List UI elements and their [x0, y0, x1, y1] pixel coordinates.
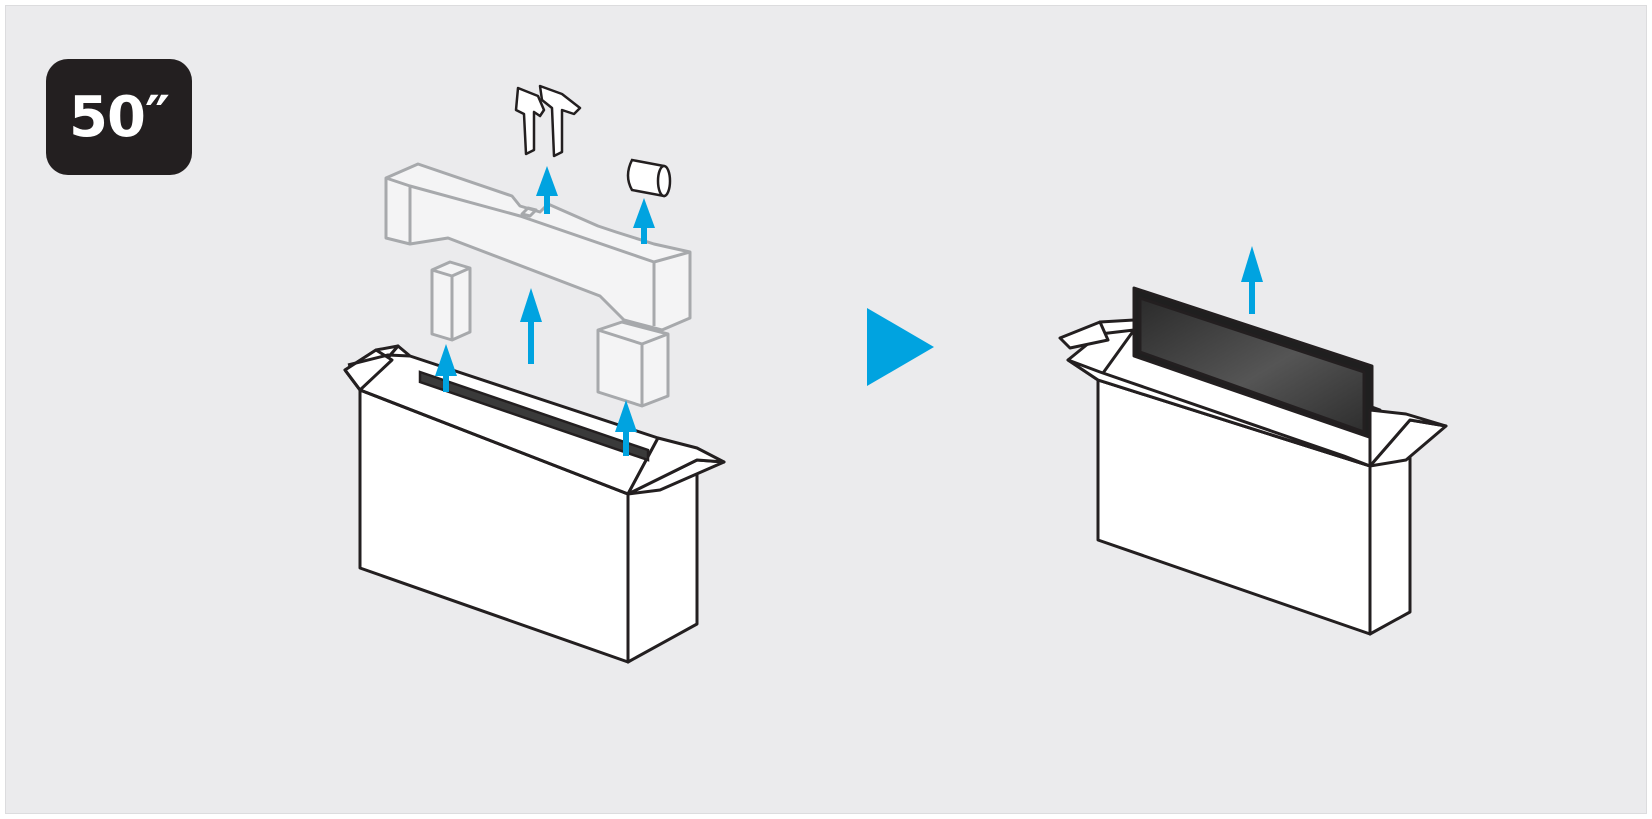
- arrow-up-icon: [615, 400, 637, 456]
- box-right-front-rim: [1066, 358, 1448, 468]
- corner-block-left: [430, 260, 472, 342]
- corner-block-right: [596, 320, 670, 408]
- size-badge: 50″: [46, 59, 192, 175]
- step-2-group: [1058, 246, 1448, 636]
- size-label: 50″: [69, 84, 170, 150]
- foam-packing: [384, 162, 692, 332]
- arrow-up-icon: [536, 166, 558, 214]
- arrow-up-icon: [1241, 246, 1263, 314]
- play-triangle-icon: [867, 308, 934, 386]
- arrow-up-icon: [520, 288, 542, 364]
- step-1-group: [343, 84, 726, 664]
- lift-arrows-step-1: [435, 166, 655, 456]
- arrow-up-icon: [633, 198, 655, 244]
- stand-legs: [514, 84, 582, 158]
- accessory-pack: [626, 158, 672, 198]
- tv-edge-in-box: [418, 370, 650, 462]
- arrow-up-icon: [435, 344, 457, 392]
